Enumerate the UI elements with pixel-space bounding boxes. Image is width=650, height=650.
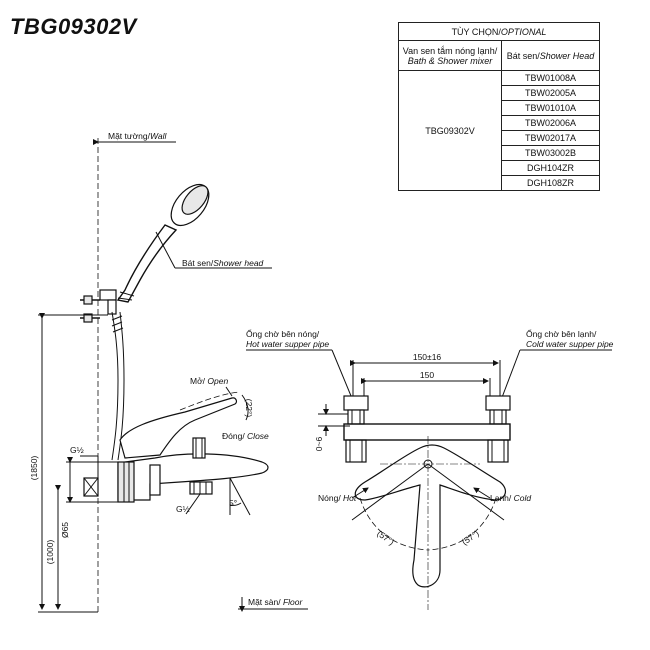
- wall-label: Mặt tường/Wall: [108, 131, 167, 141]
- hot-pipe-label-en: Hot water supper pipe: [246, 339, 329, 349]
- model-title: TBG09302V: [10, 14, 137, 39]
- angle-5-label: 5°: [229, 498, 237, 508]
- close-label: Đóng/ Close: [222, 431, 269, 441]
- shower-hose: [111, 311, 119, 461]
- angle-left-label: (57°): [375, 528, 396, 547]
- hot-pipe-label-vi: Ống chờ bên nóng/: [246, 328, 320, 339]
- shower-head-label: Bát sen/Shower head: [182, 258, 264, 268]
- col2-vi: Bát sen/: [506, 50, 540, 61]
- hot-arc: [359, 497, 429, 551]
- model-cell: TBG09302V: [398, 70, 502, 191]
- cold-arc: [427, 497, 497, 551]
- dim-65-label: Ø65: [60, 522, 70, 538]
- shower-head-leader: [155, 231, 176, 269]
- angle-22-arc: [241, 394, 249, 421]
- floor-label: Mặt sàn/ Floor: [248, 597, 304, 607]
- dim-1000-label: (1000): [45, 540, 55, 565]
- mixer-body-side: [117, 397, 269, 503]
- cold-label: Lạnh/ Cold: [490, 493, 531, 503]
- shower-head: [116, 183, 210, 303]
- col1-vi: Van sen tắm nóng lạnh/: [402, 45, 498, 56]
- front-view: Ống chờ bên nóng/ Hot water supper pipe …: [246, 328, 614, 610]
- hot-leader: [351, 487, 369, 499]
- optional-table: TÙY CHỌN/OPTIONAL Van sen tắm nóng lạnh/…: [398, 22, 600, 191]
- cold-pipe-label-vi: Ống chờ bên lạnh/: [526, 328, 597, 339]
- open-label: Mở/ Open: [190, 376, 228, 386]
- optional-header-vi: TÙY CHỌN/: [451, 26, 501, 37]
- hot-eccentric: [343, 395, 369, 463]
- thread-label-1: G½: [70, 445, 84, 455]
- col2-en: Shower Head: [539, 50, 595, 61]
- mixer-body-front: [343, 423, 511, 441]
- angle-5-line: [229, 477, 251, 516]
- cold-eccentric: [485, 395, 511, 463]
- optional-header-en: OPTIONAL: [500, 26, 547, 37]
- angle-right-label: (57°): [460, 528, 481, 547]
- side-view: Mặt tường/Wall Bát sen/Shower head: [29, 131, 308, 613]
- cold-leader: [473, 487, 491, 499]
- lever-handle-front: [354, 444, 507, 588]
- dim-1850-label: (1850): [29, 456, 39, 481]
- cold-pipe-label-en: Cold water supper pipe: [526, 339, 614, 349]
- dim-150-label: 150: [420, 370, 434, 380]
- dim-150-16-label: 150±16: [413, 352, 442, 362]
- option-code: DGH108ZR: [501, 175, 600, 191]
- wall-bracket: [80, 289, 117, 323]
- col1-en: Bath & Shower mixer: [407, 55, 493, 66]
- col1-header: Van sen tắm nóng lạnh/ Bath & Shower mix…: [398, 40, 502, 71]
- thread-label-2: G½: [176, 504, 190, 514]
- angle-22-label: (22°): [244, 399, 254, 418]
- dim-0-6-label: 0~6: [314, 437, 324, 452]
- hot-label: Nóng/ Hot: [318, 493, 357, 503]
- open-leader: [225, 386, 233, 397]
- open-arc: [179, 391, 241, 411]
